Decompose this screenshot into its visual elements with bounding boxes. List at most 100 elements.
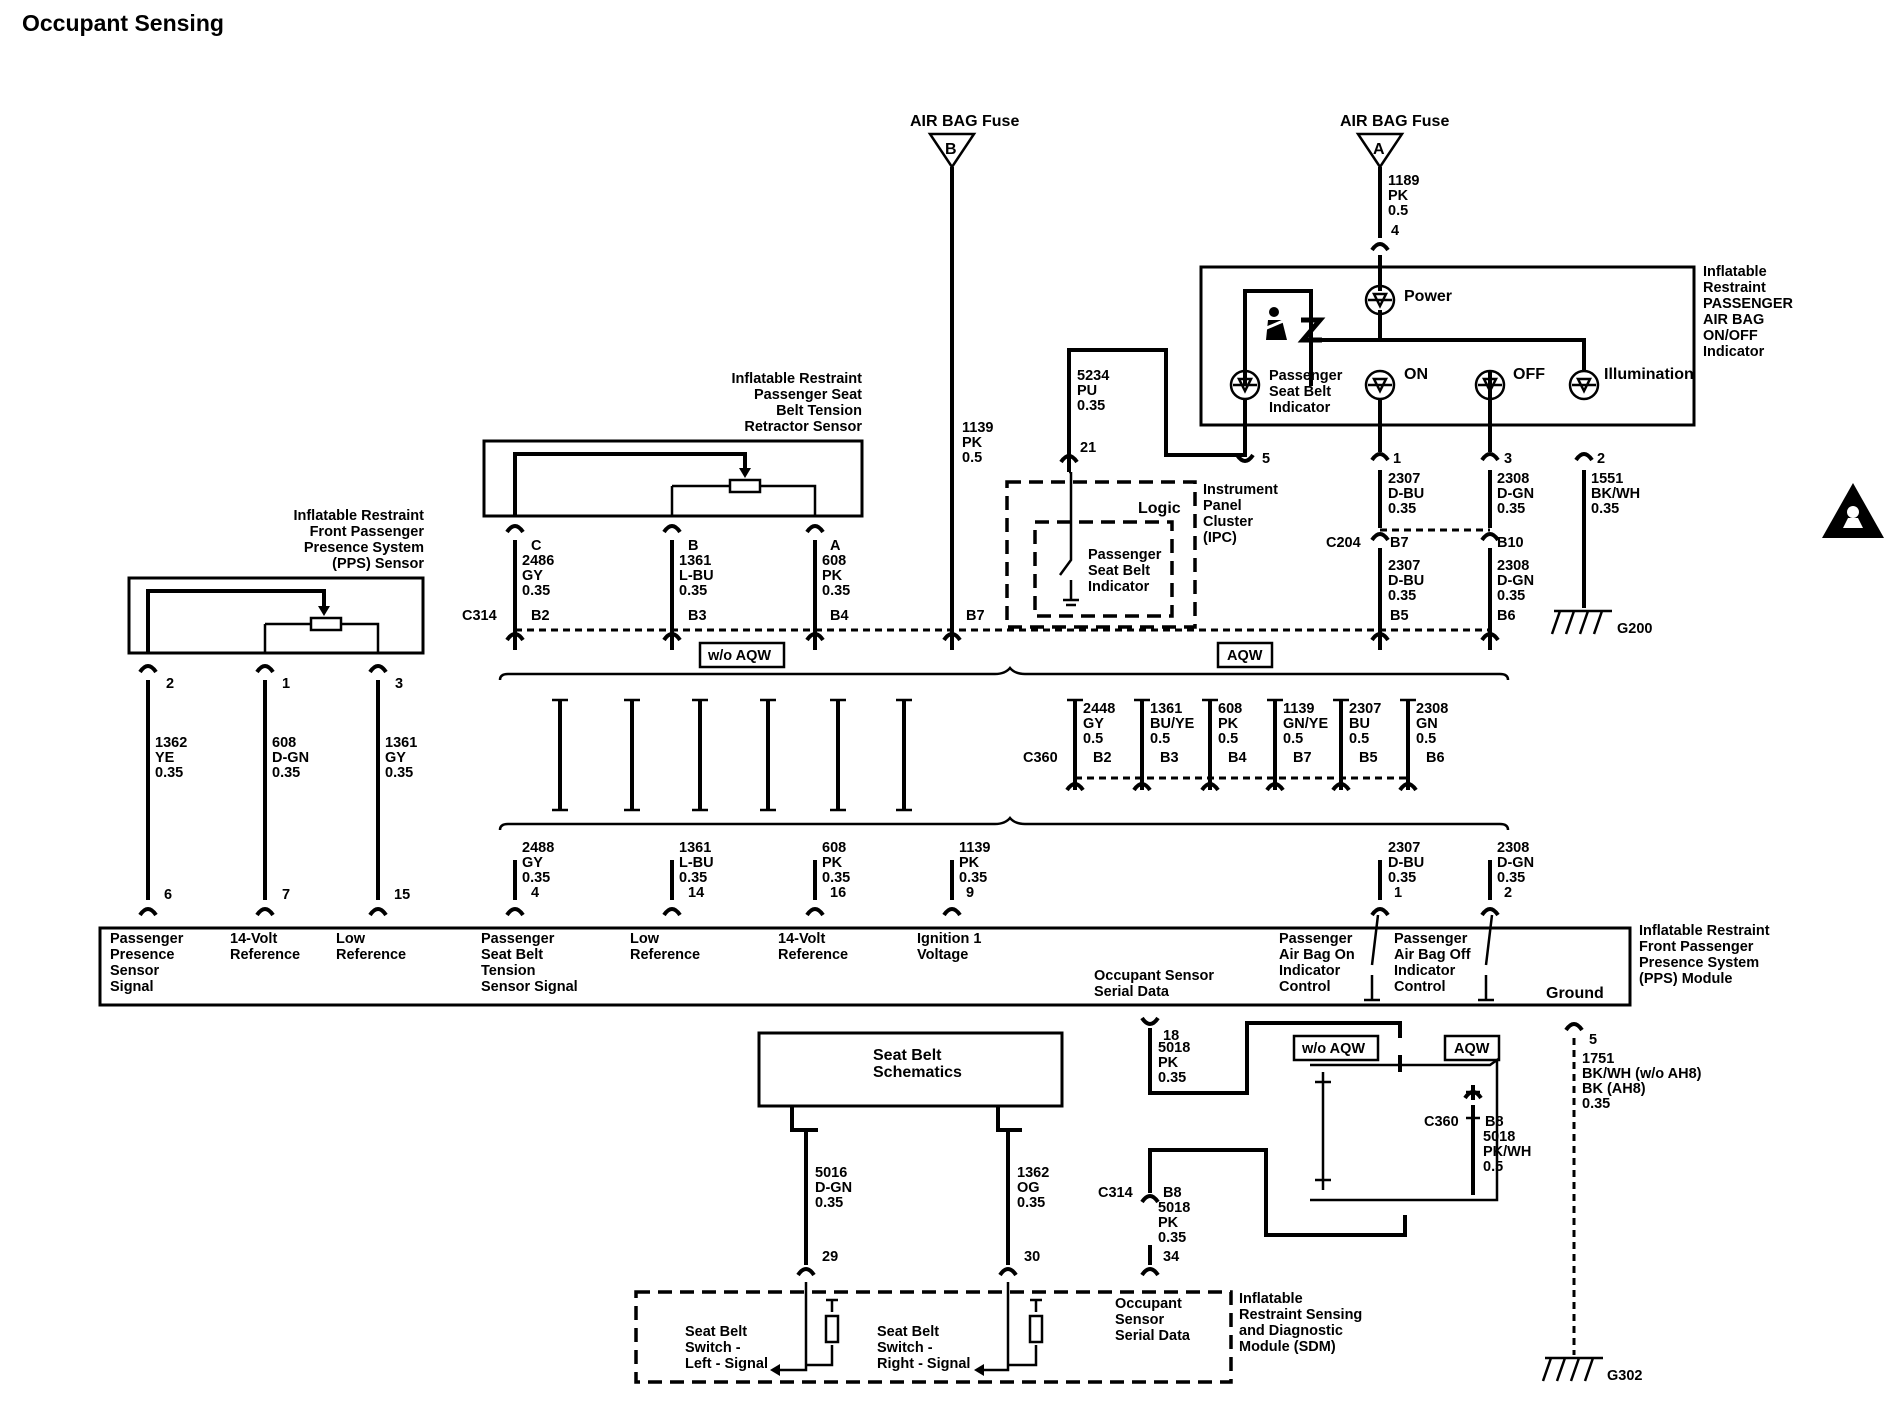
svg-text:BK/WH (w/o AH8): BK/WH (w/o AH8) bbox=[1582, 1066, 1702, 1082]
svg-text:9: 9 bbox=[966, 885, 974, 901]
svg-text:Passenger Seat: Passenger Seat bbox=[754, 387, 862, 403]
svg-text:Front Passenger: Front Passenger bbox=[1639, 939, 1754, 955]
airbag-onoff-indicator: Inflatable Restraint PASSENGER AIR BAG O… bbox=[1067, 255, 1794, 472]
svg-text:Ignition 1: Ignition 1 bbox=[917, 931, 981, 947]
svg-text:BK (AH8): BK (AH8) bbox=[1582, 1081, 1646, 1097]
svg-text:B7: B7 bbox=[966, 608, 985, 624]
instrument-panel-cluster: Logic Passenger Seat Belt Indicator Inst… bbox=[1005, 472, 1278, 629]
svg-text:18: 18 bbox=[1163, 1028, 1179, 1044]
fuse-a: AIR BAG Fuse A bbox=[1340, 113, 1449, 170]
svg-text:B6: B6 bbox=[1426, 750, 1445, 766]
svg-text:C: C bbox=[531, 538, 542, 554]
svg-text:1361: 1361 bbox=[1150, 701, 1182, 717]
svg-text:3: 3 bbox=[1504, 451, 1512, 467]
connector-ids: C314 C204 C360 C360 C314 bbox=[462, 535, 1459, 1201]
svg-text:PK: PK bbox=[822, 855, 843, 871]
svg-text:Instrument: Instrument bbox=[1203, 482, 1278, 498]
lamp-off: OFF bbox=[1474, 366, 1545, 401]
pps-sensor: Inflatable Restraint Front Passenger Pre… bbox=[127, 508, 425, 655]
svg-text:2308: 2308 bbox=[1416, 701, 1448, 717]
svg-text:0.35: 0.35 bbox=[679, 583, 707, 599]
svg-text:2308: 2308 bbox=[1497, 840, 1529, 856]
airbag-warning-icon bbox=[1822, 483, 1884, 538]
svg-text:0.5: 0.5 bbox=[1218, 731, 1238, 747]
svg-text:Reference: Reference bbox=[630, 947, 700, 963]
svg-text:16: 16 bbox=[830, 885, 846, 901]
lamp-on: ON bbox=[1364, 366, 1428, 401]
svg-text:Front Passenger: Front Passenger bbox=[310, 524, 425, 540]
svg-text:PU: PU bbox=[1077, 383, 1097, 399]
svg-text:Seat Belt: Seat Belt bbox=[873, 1047, 942, 1064]
svg-text:0.5: 0.5 bbox=[1483, 1159, 1503, 1175]
svg-text:B5: B5 bbox=[1390, 608, 1409, 624]
svg-text:Right - Signal: Right - Signal bbox=[877, 1356, 970, 1372]
svg-text:L-BU: L-BU bbox=[679, 855, 714, 871]
svg-text:1: 1 bbox=[1394, 885, 1402, 901]
wires bbox=[146, 167, 1612, 1382]
svg-text:Seat Belt: Seat Belt bbox=[685, 1324, 747, 1340]
svg-text:PK: PK bbox=[1218, 716, 1239, 732]
svg-text:AIR BAG Fuse: AIR BAG Fuse bbox=[1340, 113, 1449, 130]
svg-text:D-GN: D-GN bbox=[815, 1180, 852, 1196]
svg-text:D-GN: D-GN bbox=[1497, 855, 1534, 871]
svg-text:14-Volt: 14-Volt bbox=[230, 931, 277, 947]
svg-text:Sensor: Sensor bbox=[110, 963, 160, 979]
svg-text:(PPS) Module: (PPS) Module bbox=[1639, 971, 1732, 987]
svg-text:Belt Tension: Belt Tension bbox=[776, 403, 862, 419]
svg-text:1139: 1139 bbox=[959, 840, 990, 856]
svg-text:(IPC): (IPC) bbox=[1203, 530, 1237, 546]
belt-tension-sensor: Inflatable Restraint Passenger Seat Belt… bbox=[482, 371, 864, 518]
svg-text:2488: 2488 bbox=[522, 840, 554, 856]
svg-text:608: 608 bbox=[822, 840, 846, 856]
svg-text:Inflatable: Inflatable bbox=[1703, 264, 1767, 280]
svg-text:2307: 2307 bbox=[1349, 701, 1381, 717]
svg-text:1751: 1751 bbox=[1582, 1051, 1614, 1067]
svg-text:5018: 5018 bbox=[1158, 1200, 1190, 1216]
svg-text:Voltage: Voltage bbox=[917, 947, 968, 963]
svg-text:AIR BAG: AIR BAG bbox=[1703, 312, 1764, 328]
svg-text:Indicator: Indicator bbox=[1394, 963, 1456, 979]
lamp-seatbelt: Passenger Seat Belt Indicator bbox=[1229, 368, 1343, 416]
svg-text:GN: GN bbox=[1416, 716, 1438, 732]
svg-text:1361: 1361 bbox=[679, 553, 711, 569]
svg-text:3: 3 bbox=[395, 676, 403, 692]
svg-text:Serial Data: Serial Data bbox=[1115, 1328, 1191, 1344]
svg-text:Presence System: Presence System bbox=[304, 540, 424, 556]
svg-text:7: 7 bbox=[282, 887, 290, 903]
svg-text:Passenger: Passenger bbox=[481, 931, 555, 947]
svg-text:2448: 2448 bbox=[1083, 701, 1115, 717]
svg-text:B3: B3 bbox=[1160, 750, 1179, 766]
svg-text:0.35: 0.35 bbox=[822, 870, 850, 886]
svg-text:Ground: Ground bbox=[1546, 985, 1604, 1002]
svg-text:1: 1 bbox=[282, 676, 290, 692]
svg-text:GY: GY bbox=[522, 568, 543, 584]
svg-text:w/o AQW: w/o AQW bbox=[1301, 1041, 1365, 1057]
svg-text:2308: 2308 bbox=[1497, 558, 1529, 574]
svg-text:B10: B10 bbox=[1497, 535, 1524, 551]
svg-text:D-BU: D-BU bbox=[1388, 573, 1424, 589]
svg-text:AQW: AQW bbox=[1454, 1041, 1490, 1057]
svg-text:0.35: 0.35 bbox=[1497, 870, 1525, 886]
svg-text:0.35: 0.35 bbox=[1591, 501, 1619, 517]
svg-text:C360: C360 bbox=[1424, 1114, 1459, 1130]
svg-text:2: 2 bbox=[1597, 451, 1605, 467]
svg-text:0.35: 0.35 bbox=[815, 1195, 843, 1211]
svg-text:ON: ON bbox=[1404, 366, 1428, 383]
svg-text:and Diagnostic: and Diagnostic bbox=[1239, 1323, 1343, 1339]
